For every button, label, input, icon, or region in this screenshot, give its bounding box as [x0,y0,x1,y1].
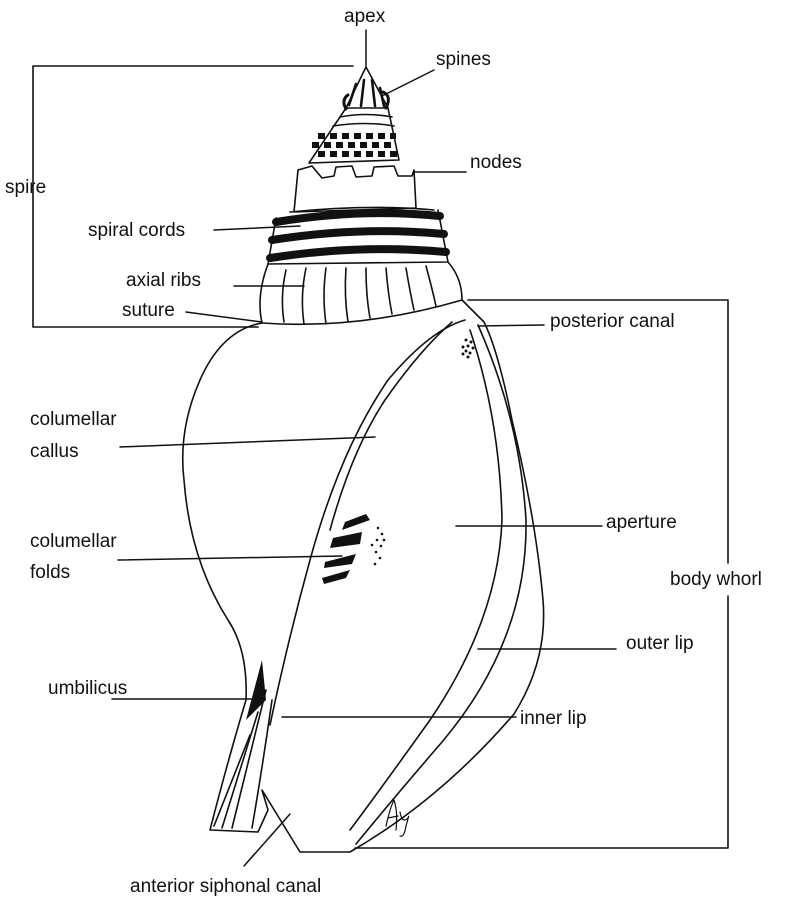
body-whorl-bracket [468,300,728,563]
columella-ridge [330,322,452,530]
label-body-whorl: body whorl [670,568,762,591]
leader-columellar-folds [118,556,342,560]
axial-ribs-whorl [260,262,462,324]
outer-lip-line [356,325,526,844]
columellar-dots [371,527,386,566]
label-columellar-callus-line2: callus [30,440,79,463]
inner-lip-line [270,320,465,725]
leader-columellar-callus [120,437,375,447]
label-spines: spines [436,48,491,71]
label-columellar-folds-line1: columellar [30,530,117,553]
columellar-folds-marks [322,514,370,584]
leader-posterior-canal [478,325,544,326]
leader-spines [382,70,434,96]
spiral-cords-whorl [268,207,448,264]
umbilicus-mark [214,660,272,828]
posterior-canal-dots [462,339,475,359]
apex-cone [344,67,388,109]
label-spire: spire [5,176,46,199]
label-suture: suture [122,299,175,322]
label-posterior-canal: posterior canal [550,310,675,333]
label-columellar-folds-line2: folds [30,561,70,584]
leader-anterior-siphonal-canal [244,814,290,866]
leader-spiral-cords [214,226,300,230]
artist-signature [386,800,409,836]
label-axial-ribs: axial ribs [126,269,201,292]
label-inner-lip: inner lip [520,707,587,730]
label-anterior-siphonal-canal: anterior siphonal canal [130,875,321,898]
label-outer-lip: outer lip [626,632,694,655]
label-apex: apex [344,5,385,28]
label-nodes: nodes [470,151,522,174]
checkered-whorl [309,108,399,163]
label-aperture: aperture [606,511,677,534]
nodes-whorl [294,166,416,212]
label-spiral-cords: spiral cords [88,219,185,242]
label-umbilicus: umbilicus [48,677,127,700]
leader-lines [112,30,616,866]
label-columellar-callus-line1: columellar [30,408,117,431]
leader-suture [186,312,262,322]
